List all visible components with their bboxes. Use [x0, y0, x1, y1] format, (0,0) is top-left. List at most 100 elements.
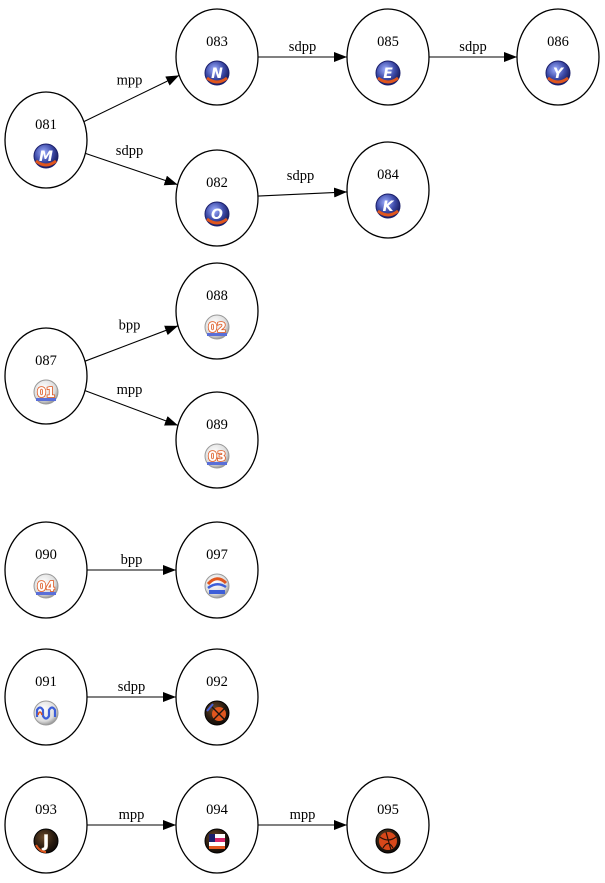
- edge-arrow: [84, 325, 179, 362]
- node-label: 093: [35, 802, 57, 818]
- node-ellipse: [516, 8, 600, 106]
- number-01-icon: 01: [33, 379, 59, 405]
- ball-icon: [375, 828, 401, 854]
- node-ellipse: [175, 648, 259, 746]
- number-02-icon: 02: [204, 314, 230, 340]
- edge-arrow: [257, 187, 348, 198]
- node-label: 084: [377, 167, 400, 183]
- node-label: 088: [206, 288, 228, 304]
- node-label: 086: [547, 34, 569, 50]
- edges-layer: mpp sdpp sdpp sdpp sdpp bpp mpp bpp sdpp mpp mpp: [83, 39, 517, 830]
- svg-text:Y: Y: [553, 66, 565, 82]
- number-03-icon: 03: [204, 443, 230, 469]
- node-label: 092: [206, 674, 228, 690]
- node-label: 089: [206, 417, 228, 433]
- node-ellipse: [175, 391, 259, 489]
- node-095[interactable]: 095: [346, 776, 430, 874]
- node-087[interactable]: 087 01: [4, 327, 88, 425]
- k-letter-icon: K: [375, 193, 401, 219]
- node-089[interactable]: 089 03: [175, 391, 259, 489]
- node-ellipse: [175, 8, 259, 106]
- flag-icon: [204, 828, 230, 854]
- svg-text:J: J: [42, 832, 49, 852]
- edge-083-085: sdpp: [258, 39, 347, 62]
- edge-label: sdpp: [116, 143, 143, 159]
- node-label: 082: [206, 175, 228, 191]
- svg-text:03: 03: [208, 450, 226, 465]
- edge-arrow: [83, 74, 180, 123]
- node-label: 091: [35, 674, 57, 690]
- edge-label: mpp: [290, 807, 316, 823]
- node-label: 087: [35, 353, 57, 369]
- edge-label: mpp: [119, 807, 145, 823]
- basketball-icon: [204, 700, 230, 726]
- node-label: 097: [206, 547, 228, 563]
- edge-label: sdpp: [459, 39, 486, 55]
- node-ellipse: [175, 262, 259, 360]
- node-label: 083: [206, 34, 228, 50]
- m-letter-icon: M: [33, 143, 59, 169]
- node-090[interactable]: 090 04: [4, 521, 88, 619]
- node-097[interactable]: 097: [175, 521, 259, 619]
- node-ellipse: [346, 776, 430, 874]
- node-094[interactable]: 094: [175, 776, 259, 874]
- node-label: 081: [35, 117, 57, 133]
- node-label: 095: [377, 802, 399, 818]
- node-ellipse: [175, 149, 259, 247]
- node-label: 090: [35, 547, 57, 563]
- edge-label: mpp: [117, 382, 143, 398]
- e-letter-icon: E: [375, 60, 401, 86]
- edge-082-084: sdpp: [257, 168, 348, 198]
- sport-logo-icon: [204, 573, 230, 599]
- n-letter-icon: N: [204, 60, 230, 86]
- svg-text:K: K: [383, 199, 395, 215]
- edge-090-097: bpp: [87, 552, 176, 575]
- node-ellipse: [4, 776, 88, 874]
- edge-arrow: [84, 390, 179, 426]
- edge-087-088: bpp: [84, 318, 179, 362]
- y-letter-icon: Y: [545, 60, 571, 86]
- wave-logo-icon: [33, 700, 59, 726]
- svg-text:N: N: [211, 66, 223, 82]
- number-04-icon: 04: [33, 573, 59, 599]
- node-ellipse: [346, 141, 430, 239]
- svg-text:04: 04: [37, 580, 55, 595]
- node-ellipse: [175, 776, 259, 874]
- j-letter-icon: J: [33, 828, 59, 854]
- svg-text:M: M: [39, 149, 53, 165]
- edge-label: sdpp: [118, 679, 145, 695]
- node-ellipse: [346, 8, 430, 106]
- o-letter-icon: O: [204, 201, 230, 227]
- node-092[interactable]: 092: [175, 648, 259, 746]
- edge-081-083: mpp: [83, 73, 180, 123]
- node-ellipse: [4, 521, 88, 619]
- edge-093-094: mpp: [87, 807, 176, 830]
- edge-label: sdpp: [289, 39, 316, 55]
- edge-094-095: mpp: [258, 807, 347, 830]
- node-088[interactable]: 088 02: [175, 262, 259, 360]
- edge-label: bpp: [121, 552, 143, 568]
- edge-087-089: mpp: [84, 382, 179, 426]
- edge-085-086: sdpp: [429, 39, 517, 62]
- node-label: 094: [206, 802, 229, 818]
- edge-091-092: sdpp: [87, 679, 176, 702]
- node-label: 085: [377, 34, 399, 50]
- svg-text:E: E: [383, 66, 393, 82]
- node-ellipse: [4, 648, 88, 746]
- edge-label: sdpp: [287, 168, 314, 184]
- node-091[interactable]: 091: [4, 648, 88, 746]
- node-ellipse: [4, 91, 88, 189]
- svg-text:O: O: [211, 207, 223, 223]
- svg-text:02: 02: [208, 321, 226, 336]
- node-ellipse: [4, 327, 88, 425]
- edge-label: mpp: [117, 73, 143, 89]
- edge-label: bpp: [119, 318, 141, 334]
- edge-081-082: sdpp: [85, 143, 178, 186]
